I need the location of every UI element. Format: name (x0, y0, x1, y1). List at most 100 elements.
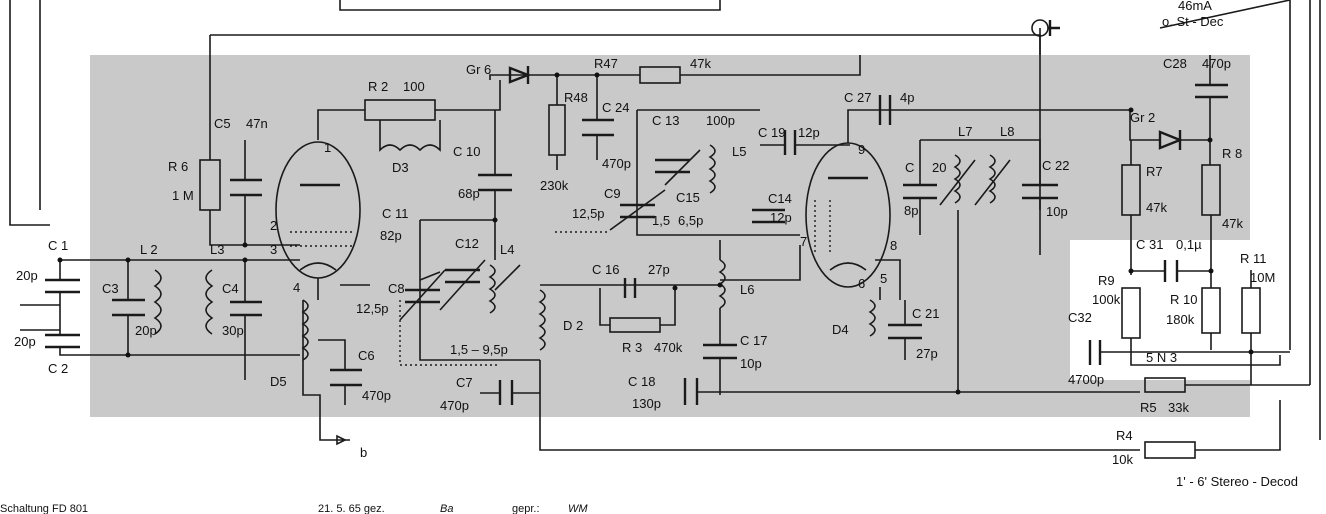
label-c9-val: 12,5p (572, 206, 605, 221)
c12-symbol (445, 268, 480, 284)
label-c24: C 24 (602, 100, 629, 115)
label-c2-val: 20p (14, 334, 36, 349)
gr6-wire (489, 74, 640, 80)
label-c14: C14 (768, 191, 792, 206)
label-d5: D5 (270, 374, 287, 389)
l3-coil (205, 269, 214, 335)
label-r4: R4 (1116, 428, 1133, 443)
d4-coil (868, 299, 876, 337)
r7-r8-wire (1130, 140, 1212, 275)
label-c21-val: 27p (916, 346, 938, 361)
label-c10: C 10 (453, 144, 480, 159)
label-c12-val: 1,5 – 9,5p (450, 342, 508, 357)
label-c16-val: 27p (648, 262, 670, 277)
board-shading (90, 55, 1250, 417)
label-l7: L7 (958, 124, 972, 139)
label-c11: C 11 (382, 206, 409, 221)
c13-trim-icon (664, 149, 701, 186)
label-c12: C12 (455, 236, 479, 251)
r47-out (680, 55, 861, 76)
c1-symbol (45, 278, 80, 294)
label-c15: C15 (676, 190, 700, 205)
label-l5: L5 (732, 144, 746, 159)
c16-symbol (623, 278, 637, 298)
ant-input (20, 304, 60, 331)
label-r7: R7 (1146, 164, 1163, 179)
label-c7: C7 (456, 375, 473, 390)
label-r4-val: 10k (1112, 452, 1133, 467)
r6-wire (209, 210, 300, 246)
label-r3: R 3 (622, 340, 642, 355)
gr2-wire (1129, 110, 1210, 141)
label-r6-val: 1 M (172, 188, 194, 203)
c19-symbol (783, 130, 797, 155)
component-labels: C 1 20p 20p C 2 L 2 C3 20p L3 C4 30p C5 … (14, 0, 1298, 489)
label-c1-val: 20p (16, 268, 38, 283)
label-r5: R5 (1140, 400, 1157, 415)
label-c17: C 17 (740, 333, 767, 348)
label-r9-val: 100k (1092, 292, 1121, 307)
label-r48: R48 (564, 90, 588, 105)
label-c32-val: 4700p (1068, 372, 1104, 387)
label-r5-val: 33k (1168, 400, 1189, 415)
d5-coil (301, 299, 309, 361)
label-gr2: Gr 2 (1130, 110, 1155, 125)
label-pin8: 8 (890, 238, 897, 253)
l8-coil (988, 154, 996, 204)
label-c8: C8 (388, 281, 405, 296)
label-c9: C9 (604, 186, 621, 201)
label-r2: R 2 (368, 79, 388, 94)
label-b: b (360, 445, 367, 460)
b-arrow-icon (336, 434, 347, 446)
label-pin4: 4 (293, 280, 300, 295)
footer-signature-1: Ba (440, 503, 453, 514)
c8-trim-icon (399, 269, 446, 321)
label-r3-val: 470k (654, 340, 683, 355)
label-stereo-decoder: 1' - 6' Stereo - Decod (1176, 474, 1298, 489)
label-l4: L4 (500, 242, 514, 257)
input-bus (59, 260, 300, 356)
label-c2: C 2 (48, 361, 68, 376)
c2-symbol (45, 333, 80, 349)
label-d3: D3 (392, 160, 409, 175)
label-c3: C3 (102, 281, 119, 296)
l7-l8-adjust-icon (939, 159, 1011, 206)
label-d2: D 2 (563, 318, 583, 333)
label-current: 46mA (1178, 0, 1212, 13)
c27-symbol (878, 95, 892, 125)
label-c4-val: 30p (222, 323, 244, 338)
label-pin6: 6 (858, 276, 865, 291)
label-r47-val: 47k (690, 56, 711, 71)
r2-out (435, 80, 501, 111)
label-l8: L8 (1000, 124, 1014, 139)
ground-tap-icon (1048, 20, 1060, 36)
label-gr6: Gr 6 (466, 62, 491, 77)
label-pin5: 5 (880, 271, 887, 286)
right-wires (1289, 0, 1321, 440)
label-c22: C 22 (1042, 158, 1069, 173)
label-c14-val: 12p (770, 210, 792, 225)
label-r6: R 6 (168, 159, 188, 174)
label-c8-val: 12,5p (356, 301, 389, 316)
l2-coil (153, 269, 162, 335)
c9-trim-icon (609, 189, 666, 231)
tube2-pin-leads (875, 259, 901, 300)
label-c10-val: 68p (458, 186, 480, 201)
label-r10: R 10 (1170, 292, 1197, 307)
l6-to-tube2 (720, 245, 801, 281)
tank-loop (419, 219, 540, 361)
l7-coil (953, 154, 961, 204)
label-r7-val: 47k (1146, 200, 1167, 215)
label-pin9: 9 (858, 142, 865, 157)
label-c32: C32 (1068, 310, 1092, 325)
label-c21: C 21 (912, 306, 939, 321)
d5-lead (302, 300, 350, 441)
label-c15-low: 1,5 (652, 213, 670, 228)
label-pin3: 3 (270, 242, 277, 257)
c20-symbol (903, 183, 937, 200)
footer-drawing-no: Schaltung FD 801 (0, 503, 88, 514)
label-c17-val: 10p (740, 356, 762, 371)
c6-symbol (330, 368, 362, 387)
c7-return (539, 360, 1140, 451)
osc-tank (636, 109, 800, 236)
